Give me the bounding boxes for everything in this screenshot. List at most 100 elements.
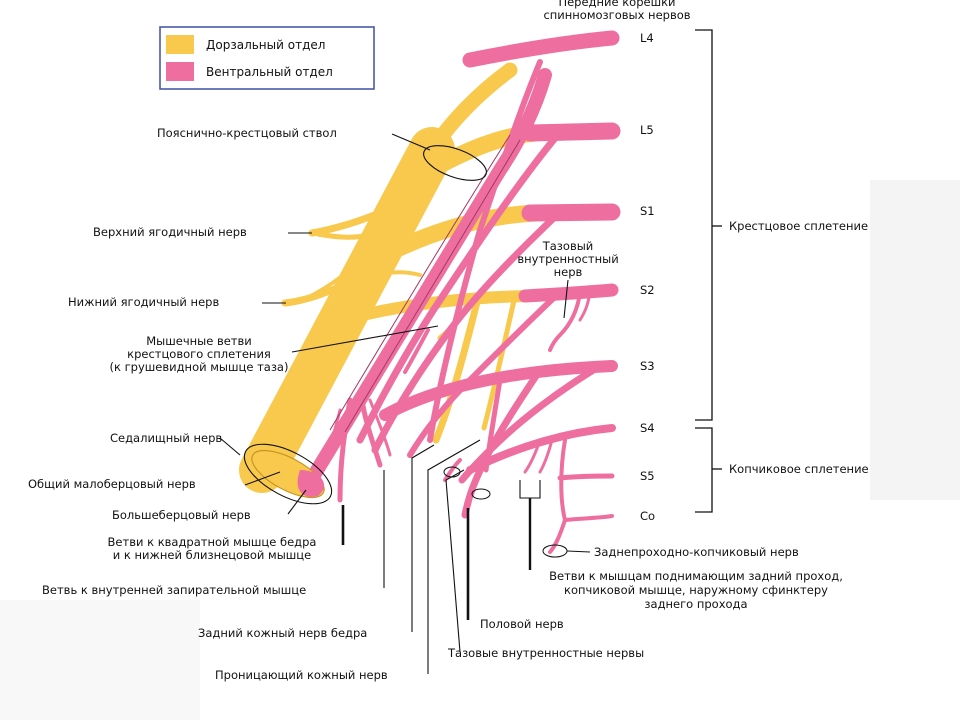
levator-bracket bbox=[519, 480, 541, 499]
inferior-gluteal-nerve bbox=[281, 266, 376, 307]
nerve-illustration bbox=[239, 30, 621, 554]
quadratus-label-1: Ветви к квадратной мышце бедра bbox=[108, 535, 317, 549]
posterior-femoral-cutaneous-label: Задний кожный нерв бедра bbox=[198, 626, 367, 640]
coccygeal-plexus-bracket bbox=[695, 427, 713, 513]
inferior-gluteal-label: Нижний ягодичный нерв bbox=[68, 295, 219, 309]
quadratus-femoris-branch bbox=[337, 397, 353, 503]
trunk-detail-line bbox=[344, 139, 521, 433]
inferior-gluteal-branch bbox=[293, 243, 382, 305]
obturator-internus-label: Ветвь к внутренней запирательной мышце bbox=[42, 583, 306, 597]
common-peroneal-label: Общий малоберцовый нерв bbox=[28, 477, 196, 491]
pelvic-splanchnic-nerve bbox=[548, 290, 582, 352]
obturator-internus-branch bbox=[359, 397, 383, 468]
coccygeal-loop bbox=[559, 438, 567, 522]
root-label-l4: L4 bbox=[640, 31, 654, 45]
background-panel bbox=[870, 180, 960, 500]
root-s2-ventral bbox=[518, 283, 619, 303]
leader-line bbox=[244, 471, 281, 486]
tibial-cross-section bbox=[297, 470, 325, 497]
root-label-co: Co bbox=[640, 509, 655, 523]
anococcygeal-nerve bbox=[548, 518, 567, 554]
anococcygeal-label: Заднепроходно-копчиковый нерв bbox=[594, 545, 799, 559]
levator-label-2: копчиковой мышце, наружному сфинктеру bbox=[564, 583, 828, 597]
perforating-cutaneous-nerve bbox=[443, 458, 462, 482]
superior-gluteal-nerve bbox=[308, 196, 412, 237]
root-labels: Передние корешки спинномозговых нервов L… bbox=[543, 0, 690, 523]
pudendal-marker bbox=[471, 488, 491, 500]
legend-swatch-ventral bbox=[166, 62, 194, 81]
root-s3-ventral bbox=[379, 360, 618, 421]
legend-label-dorsal: Дорзальный отдел bbox=[206, 38, 325, 52]
dorsal-communicating-branch bbox=[358, 241, 417, 262]
leader-line bbox=[291, 325, 439, 353]
l4-ventral-descending bbox=[427, 59, 543, 443]
leader-line bbox=[219, 437, 241, 456]
levator-branch bbox=[523, 438, 542, 474]
root-co-ventral bbox=[563, 514, 614, 522]
superior-gluteal-label: Верхний ягодичный нерв bbox=[93, 225, 247, 239]
sciatic-section-outline bbox=[243, 443, 333, 505]
root-label-s5: S5 bbox=[640, 469, 655, 483]
coccygeal-plexus-label: Копчиковое сплетение bbox=[729, 462, 869, 476]
root-l4-ventral bbox=[462, 30, 620, 68]
annotations: Пояснично-крестцовый ствол Верхний ягоди… bbox=[28, 126, 843, 682]
leader-line bbox=[391, 133, 431, 151]
leader-line bbox=[445, 469, 465, 653]
muscular-branch-piriformis-ventral bbox=[403, 328, 430, 374]
root-l5-ventral bbox=[521, 122, 621, 142]
muscular-branch bbox=[368, 398, 392, 457]
levator-label-1: Ветви к мышцам поднимающим задний проход… bbox=[549, 569, 843, 583]
pelvic-splanchnic-nerves-label: Тазовые внутренностные нервы bbox=[447, 646, 644, 660]
leader-line bbox=[427, 439, 481, 674]
pelvic-splanchnic-nerve bbox=[578, 290, 592, 322]
leader-line bbox=[411, 444, 435, 632]
quadratus-label-2: и к нижней близнецовой мышце bbox=[113, 548, 311, 562]
legend-swatch-dorsal bbox=[166, 35, 194, 54]
splanchnic-marker bbox=[443, 466, 461, 478]
root-label-s2: S2 bbox=[640, 283, 655, 297]
root-s1-ventral bbox=[521, 203, 621, 222]
superior-gluteal-branch bbox=[315, 222, 398, 240]
perforating-cutaneous-label: Проницающий кожный нерв bbox=[215, 668, 388, 682]
l5-ventral-strand bbox=[356, 128, 564, 444]
muscular-branches-label-3: (к грушевидной мышце таза) bbox=[110, 360, 289, 374]
pelvic-splanchnic-label-2: внутренностный bbox=[517, 252, 618, 266]
pelvic-splanchnic-label-3: нерв bbox=[554, 265, 583, 279]
s2-ventral-strand bbox=[407, 289, 563, 458]
muscular-branches-label-1: Мышечные ветви bbox=[146, 334, 252, 348]
leader-line bbox=[563, 279, 569, 319]
lumbosacral-trunk-label: Пояснично-крестцовый ствол bbox=[157, 126, 337, 140]
header-line-1: Передние корешки bbox=[558, 0, 675, 9]
leader-line bbox=[287, 489, 307, 515]
sacral-plexus-label: Крестцовое сплетение bbox=[729, 219, 868, 233]
sacral-plexus-bracket bbox=[695, 29, 713, 421]
lumbosacral-trunk-marker bbox=[423, 145, 487, 181]
root-label-s1: S1 bbox=[640, 204, 655, 218]
pelvic-splanchnic-branch bbox=[483, 377, 503, 473]
perforating-cutaneous-dorsal bbox=[481, 293, 518, 431]
muscular-branches-label-2: крестцового сплетения bbox=[127, 347, 271, 361]
levator-label-3: заднего прохода bbox=[644, 597, 747, 611]
levator-branch bbox=[538, 438, 554, 474]
tibial-label: Большеберцовый нерв bbox=[112, 508, 251, 522]
legend: Дорзальный отдел Вентральный отдел bbox=[159, 26, 375, 90]
posterior-femoral-cutaneous-dorsal bbox=[432, 294, 482, 444]
pelvic-splanchnic-label-1: Тазовый bbox=[542, 239, 594, 253]
s1-dorsal-division bbox=[369, 204, 544, 267]
legend-box bbox=[159, 26, 375, 90]
dorsal-communicating-branch bbox=[343, 270, 422, 287]
l4-dorsal-division bbox=[424, 62, 518, 158]
background-panel bbox=[0, 600, 200, 720]
root-label-s3: S3 bbox=[640, 359, 655, 373]
root-s5-ventral bbox=[557, 473, 615, 481]
pudendal-label: Половой нерв bbox=[480, 617, 564, 631]
legend-label-ventral: Вентральный отдел bbox=[206, 65, 333, 79]
s1-ventral-strand bbox=[371, 208, 564, 454]
leader-line bbox=[566, 550, 591, 553]
root-label-l5: L5 bbox=[640, 123, 654, 137]
plexus-brackets: Крестцовое сплетение Копчиковое сплетени… bbox=[695, 29, 869, 513]
sciatic-label: Седалищный нерв bbox=[110, 431, 222, 445]
root-label-s4: S4 bbox=[640, 421, 655, 435]
